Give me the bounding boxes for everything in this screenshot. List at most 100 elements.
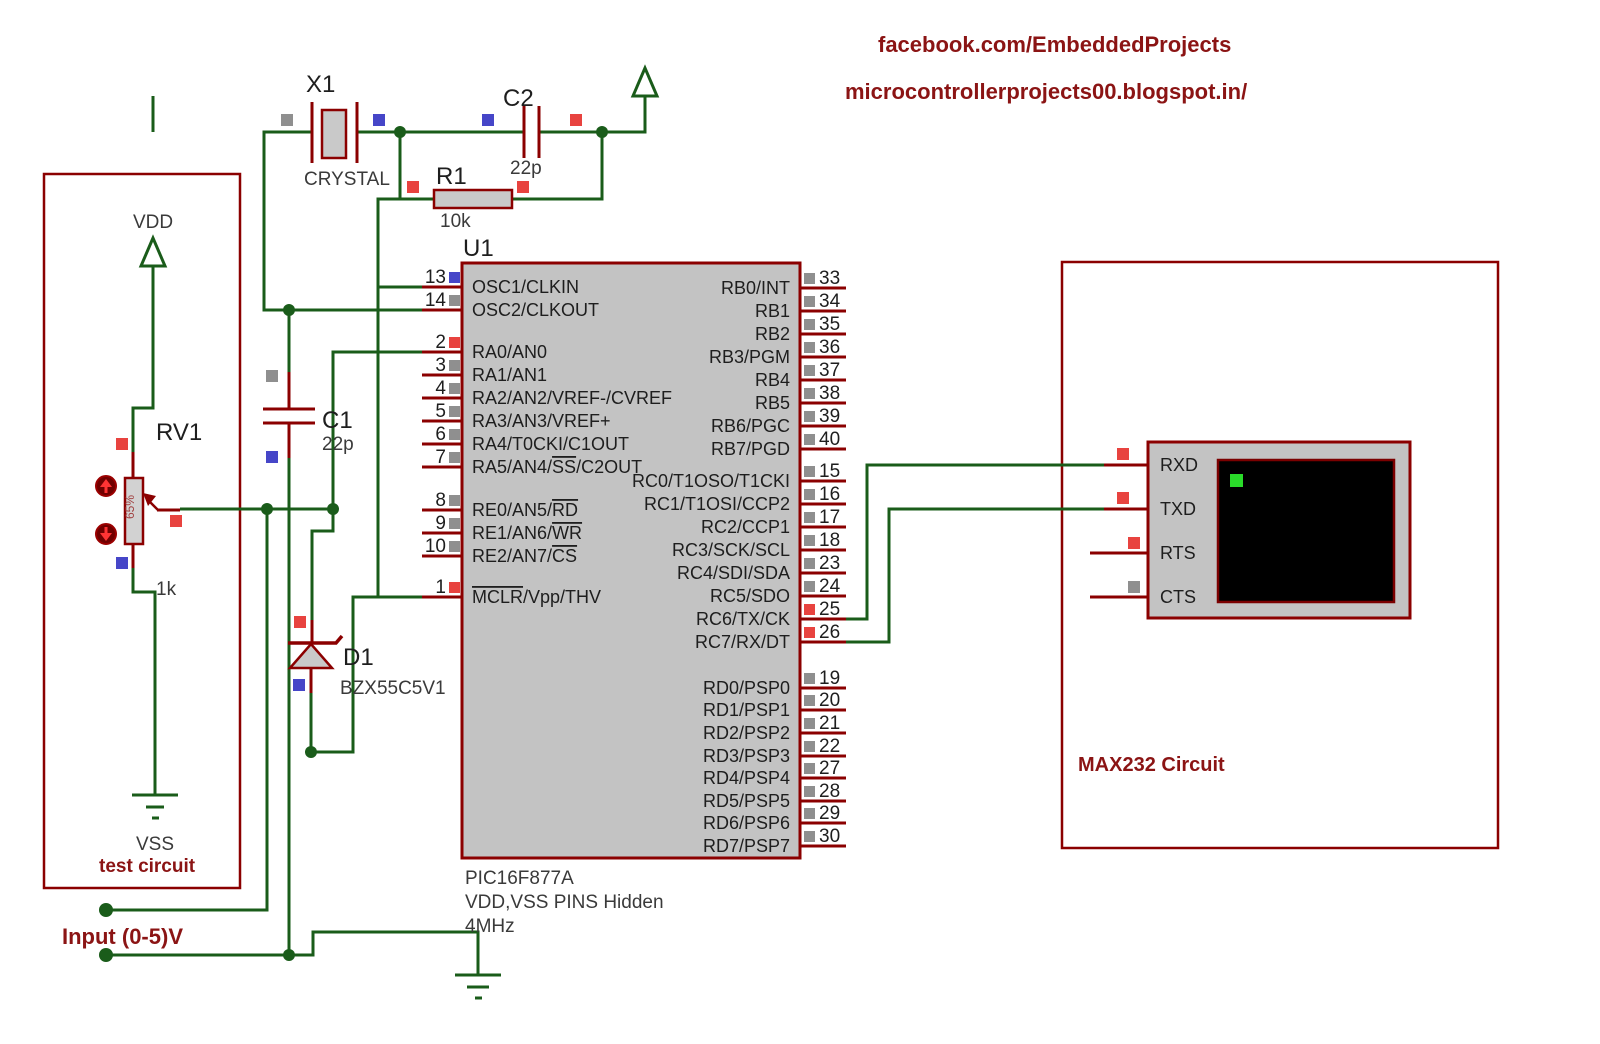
pin-label: RD0/PSP0 xyxy=(703,678,790,698)
pin-marker-gray xyxy=(804,411,815,422)
pin-label: RC4/SDI/SDA xyxy=(677,563,790,583)
pin-marker-gray xyxy=(804,296,815,307)
potentiometer-rv1[interactable]: 65% xyxy=(123,476,145,546)
r1-value: 10k xyxy=(440,211,471,232)
marker-cts xyxy=(1128,581,1140,593)
marker-txd xyxy=(1117,492,1129,504)
pin-marker-gray xyxy=(804,695,815,706)
pin-label: OSC2/CLKOUT xyxy=(472,300,599,320)
pin-number: 19 xyxy=(819,668,840,689)
rv1-wiper-arrow xyxy=(143,493,180,512)
ground-symbol-main xyxy=(455,973,501,1000)
capacitor-c2[interactable] xyxy=(522,106,541,158)
pin-label: RC2/CCP1 xyxy=(701,517,790,537)
resistor-r1[interactable] xyxy=(432,188,514,210)
crystal-ref: X1 xyxy=(306,71,335,98)
pin-label: OSC1/CLKIN xyxy=(472,277,579,297)
rv1-value: 1k xyxy=(156,579,177,600)
rv1-percent: 65% xyxy=(123,495,137,519)
pin-number: 38 xyxy=(819,383,840,404)
pin-marker-gray xyxy=(804,489,815,500)
pin-marker-gray xyxy=(449,518,460,529)
pin-number: 39 xyxy=(819,406,840,427)
vdd-label: VDD xyxy=(133,212,173,233)
pin-marker-gray xyxy=(449,406,460,417)
crystal-x1[interactable] xyxy=(310,102,359,163)
marker-c2-right xyxy=(570,114,582,126)
pin-number: 36 xyxy=(819,337,840,358)
marker-d1-bottom xyxy=(293,679,305,691)
zener-diode-d1[interactable] xyxy=(287,634,344,670)
pin-label: RB6/PGC xyxy=(711,416,790,436)
pin-number: 16 xyxy=(819,484,840,505)
rv1-increase-button[interactable] xyxy=(95,475,117,497)
test-circuit-caption: test circuit xyxy=(99,856,196,877)
pin-marker-gray xyxy=(804,273,815,284)
pin-marker-gray xyxy=(804,319,815,330)
pin-label: RA3/AN3/VREF+ xyxy=(472,411,611,431)
pin-label: RD3/PSP3 xyxy=(703,746,790,766)
pin-marker-gray xyxy=(804,831,815,842)
pin-label: RC6/TX/CK xyxy=(696,609,790,629)
pin-marker-gray xyxy=(804,741,815,752)
pin-number: 4 xyxy=(435,378,446,399)
chip-right-pins: 33RB0/INT34RB135RB236RB3/PGM37RB438RB539… xyxy=(632,268,846,856)
pin-number: 15 xyxy=(819,461,840,482)
input-terminal-signal[interactable] xyxy=(99,903,113,917)
pin-marker-gray xyxy=(804,342,815,353)
pin-number: 22 xyxy=(819,736,840,757)
pin-label: RE0/AN5/RD xyxy=(472,500,578,520)
terminal-screen[interactable] xyxy=(1216,458,1396,604)
pin-marker-gray xyxy=(804,581,815,592)
input-terminal-ground[interactable] xyxy=(99,948,113,962)
pin-label: RB3/PGM xyxy=(709,347,790,367)
pin-label: RD6/PSP6 xyxy=(703,813,790,833)
pin-number: 10 xyxy=(425,536,446,557)
pin-marker-gray xyxy=(804,535,815,546)
pin-label: RB2 xyxy=(755,324,790,344)
marker-x1-right xyxy=(373,114,385,126)
pin-marker-gray xyxy=(804,512,815,523)
marker-c1-top xyxy=(266,370,278,382)
c2-value: 22p xyxy=(510,158,542,179)
pin-number: 30 xyxy=(819,826,840,847)
header-facebook-link: facebook.com/EmbeddedProjects xyxy=(878,32,1231,57)
marker-rxd xyxy=(1117,448,1129,460)
max232-caption: MAX232 Circuit xyxy=(1078,754,1225,776)
pin-number: 34 xyxy=(819,291,841,312)
marker-c2-left xyxy=(482,114,494,126)
rv1-decrease-button[interactable] xyxy=(95,523,117,545)
pin-number: 8 xyxy=(435,490,446,511)
vdd-arrow-crystal xyxy=(630,64,660,98)
marker-c1-bottom xyxy=(266,451,278,463)
pin-label: RA0/AN0 xyxy=(472,342,547,362)
pin-marker-gray xyxy=(449,295,460,306)
capacitor-c1[interactable] xyxy=(263,372,315,458)
virtual-terminal[interactable] xyxy=(1146,440,1412,620)
ground-symbol-test xyxy=(132,793,178,820)
pin-label: RD5/PSP5 xyxy=(703,791,790,811)
header-blog-link: microcontrollerprojects00.blogspot.in/ xyxy=(845,79,1247,104)
pin-number: 24 xyxy=(819,576,841,597)
pin-label: RB0/INT xyxy=(721,278,790,298)
pin-marker-gray xyxy=(804,466,815,477)
pin-marker-gray xyxy=(804,388,815,399)
terminal-rxd-label: RXD xyxy=(1160,455,1198,475)
pic16f877a-chip[interactable] xyxy=(460,261,802,860)
pin-number: 21 xyxy=(819,713,840,734)
pin-label: MCLR/Vpp/THV xyxy=(472,587,601,607)
pin-number: 37 xyxy=(819,360,840,381)
